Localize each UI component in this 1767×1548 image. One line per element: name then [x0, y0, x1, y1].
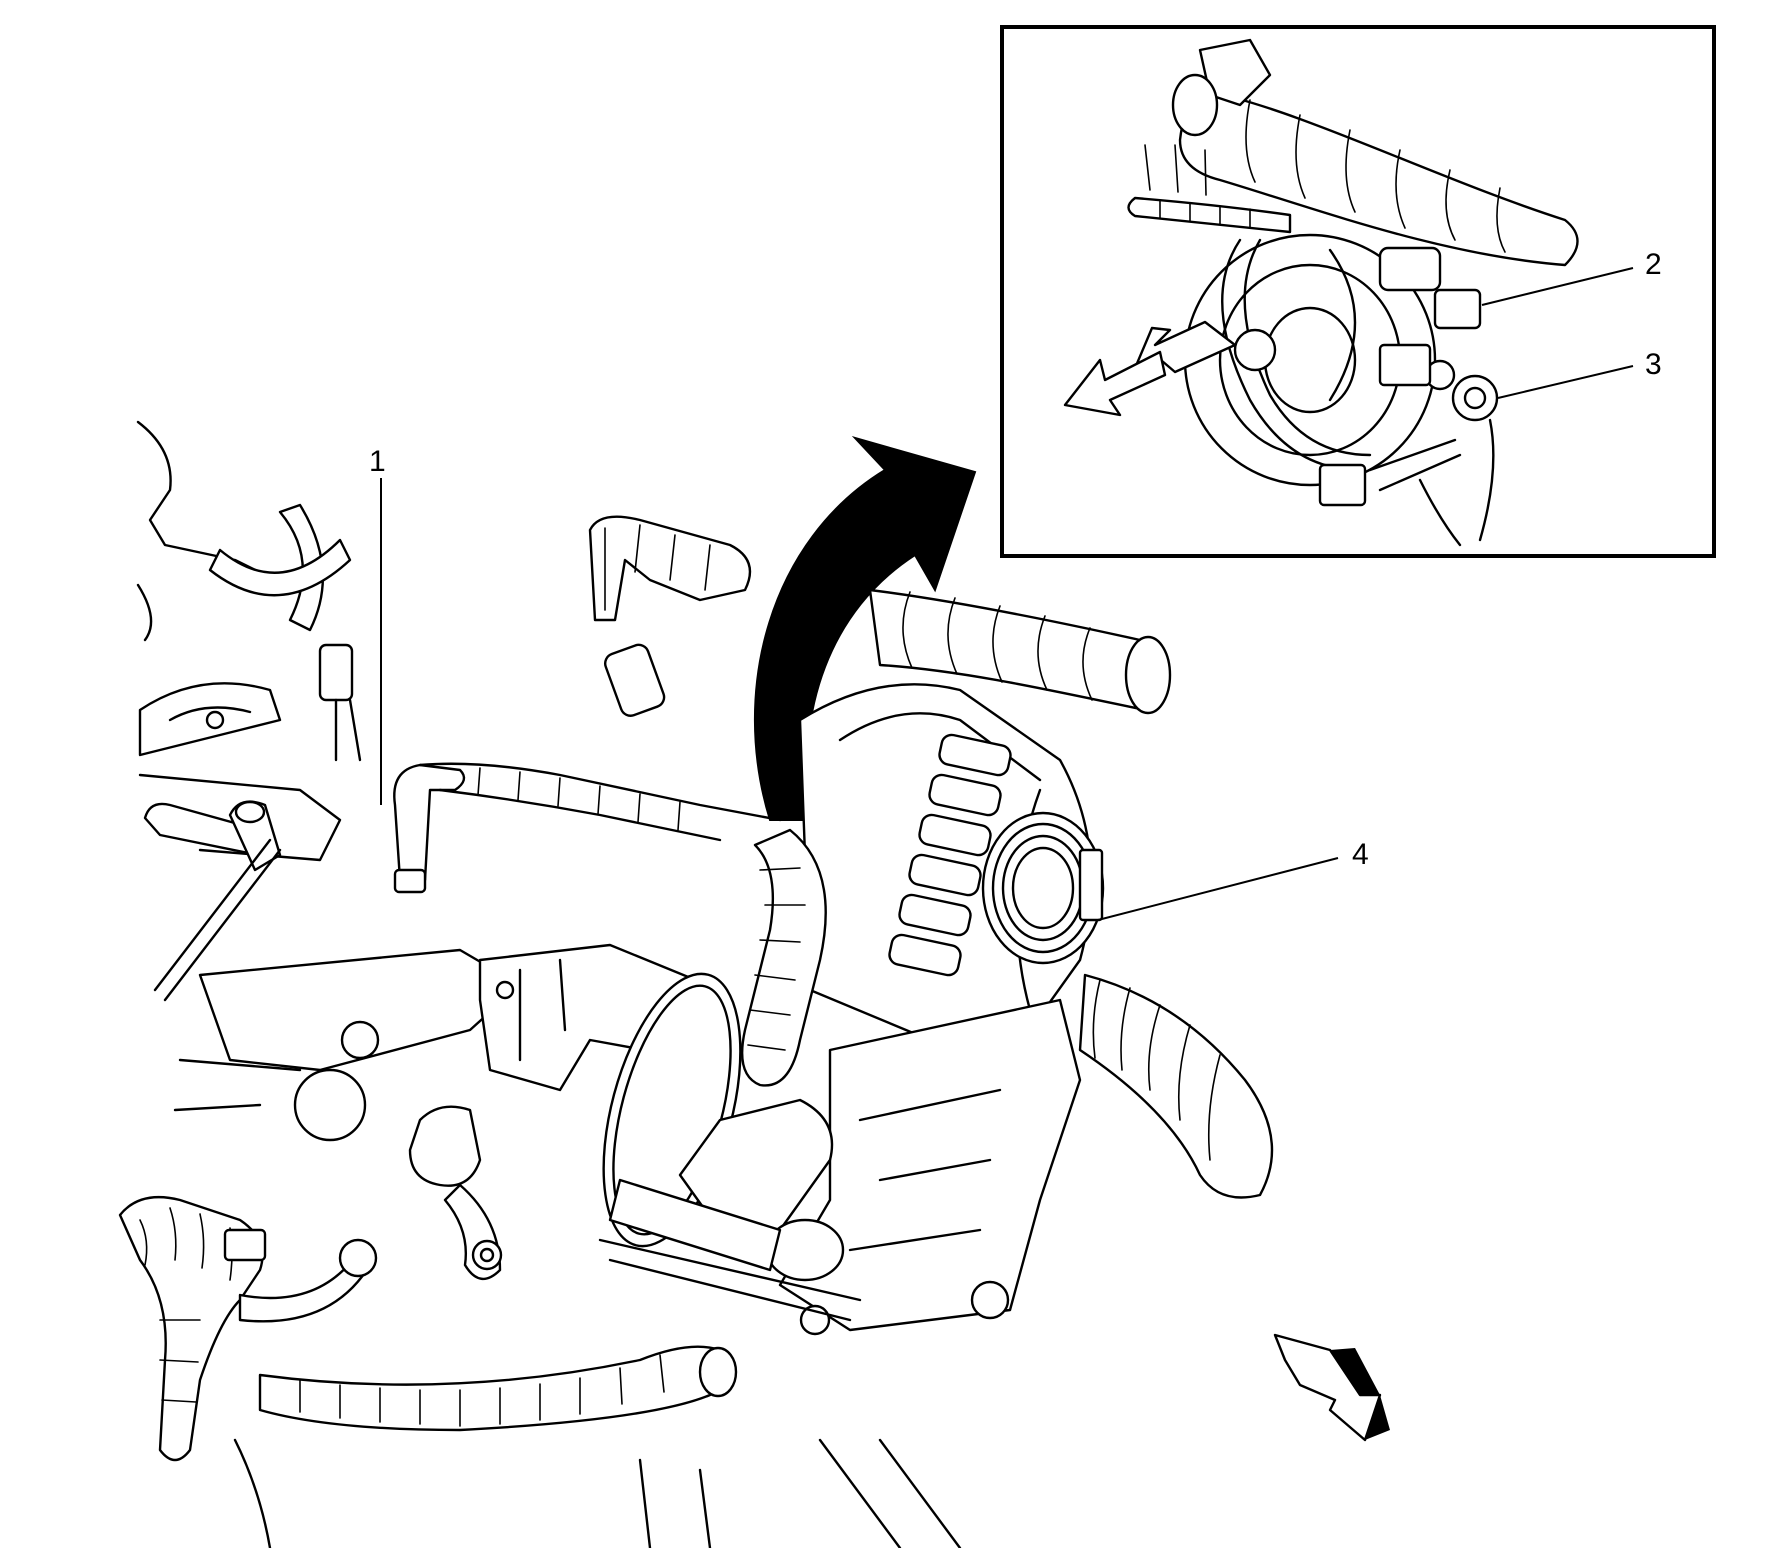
- callout-number-2: 2: [1645, 248, 1662, 281]
- lower-right-harness: [1078, 973, 1274, 1199]
- inset-terminal-stud: [1451, 374, 1499, 422]
- lower-left-clip: [223, 1228, 267, 1262]
- center-top-harness: [588, 515, 752, 622]
- pulley-hub-tab: [1078, 848, 1104, 922]
- engine-bay-drawing: [118, 420, 1390, 1548]
- callout-number-4: 4: [1352, 838, 1369, 871]
- leader-2: [1481, 267, 1634, 306]
- bottom-wrapped-hose: [258, 1345, 730, 1432]
- center-diagonal-harness: [741, 828, 827, 1087]
- alternator: [798, 683, 1105, 1263]
- inset-connector-block: [1378, 343, 1432, 387]
- leader-4: [1097, 857, 1339, 921]
- vacuum-tube: [393, 763, 466, 882]
- inset-harness-main: [1178, 90, 1579, 267]
- inset-connector-2: [1433, 288, 1482, 330]
- callout-leaders: [380, 267, 1634, 921]
- inset-direction-arrow: [1128, 320, 1237, 382]
- lower-left-harness: [118, 1196, 264, 1462]
- intake-plate: [198, 948, 522, 1072]
- sensor-connector: [318, 643, 354, 702]
- callout-number-1: 1: [369, 445, 386, 478]
- callout-number-3: 3: [1645, 348, 1662, 381]
- inset-detail-view: [1000, 25, 1716, 558]
- leader-3: [1497, 365, 1634, 399]
- throttle-body-housing: [478, 943, 722, 1092]
- harness-connector-clip: [603, 643, 666, 717]
